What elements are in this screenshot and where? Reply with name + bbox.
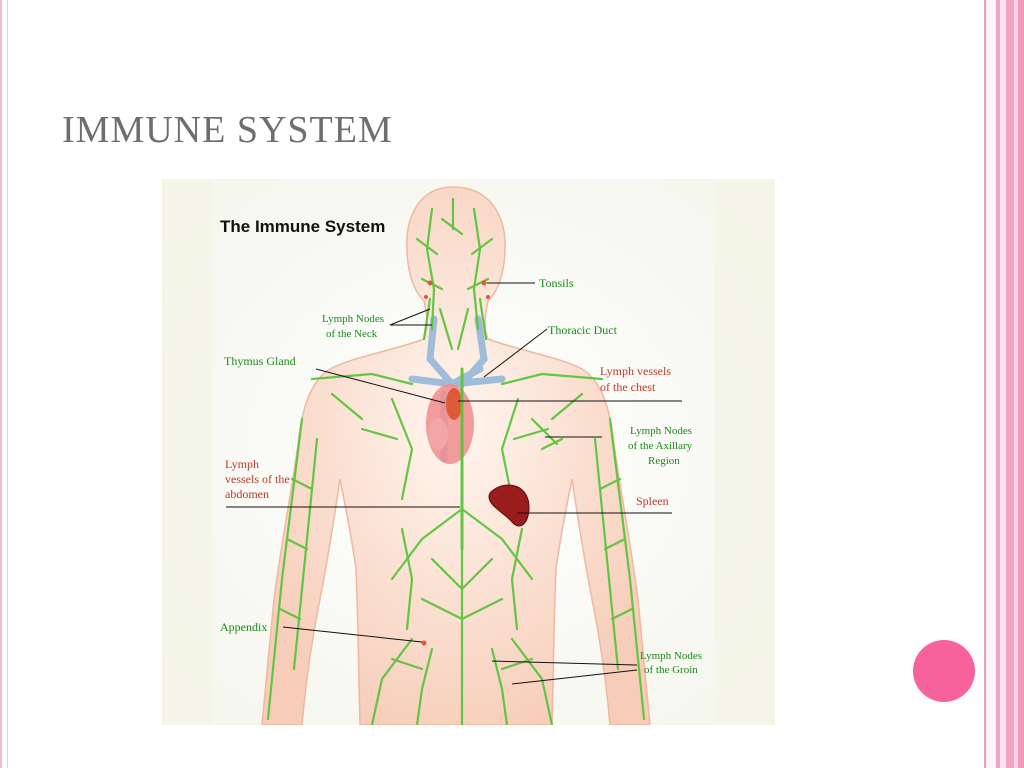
label-chest-vessels-line1: Lymph vessels (600, 364, 671, 378)
spleen-organ (488, 484, 530, 527)
left-border-line (0, 0, 2, 768)
label-neck-nodes-line2: of the Neck (326, 328, 378, 340)
label-thoracic-duct: Thoracic Duct (548, 323, 618, 337)
label-abdomen-vessels-line3: abdomen (225, 487, 269, 501)
heart-thymus (426, 384, 474, 464)
label-groin-nodes-line1: Lymph Nodes (640, 650, 702, 662)
lymph-network (266, 197, 646, 725)
immune-system-diagram: The Immune System Tonsils Lymph Nodes of… (162, 179, 775, 725)
leader-lines (226, 282, 682, 685)
label-thymus-gland: Thymus Gland (224, 354, 296, 368)
label-abdomen-vessels-line2: vessels of the (225, 472, 290, 486)
label-axillary-nodes-line2: of the Axillary (628, 440, 693, 452)
right-decorative-stripes (978, 0, 1024, 768)
diagram-title: The Immune System (220, 217, 385, 236)
slide-title: IMMUNE SYSTEM (62, 109, 393, 151)
label-tonsils: Tonsils (539, 276, 574, 290)
label-axillary-nodes-line3: Region (648, 455, 680, 467)
label-spleen: Spleen (636, 494, 669, 508)
label-groin-nodes-line2: of the Groin (644, 664, 698, 676)
label-chest-vessels-line2: of the chest (600, 380, 656, 394)
label-neck-nodes-line1: Lymph Nodes (322, 313, 384, 325)
decorative-pink-circle (913, 640, 975, 702)
label-appendix: Appendix (220, 620, 267, 634)
lymph-node-markers (421, 280, 490, 646)
label-axillary-nodes-line1: Lymph Nodes (630, 425, 692, 437)
left-border-line-inner (7, 0, 8, 768)
label-abdomen-vessels-line1: Lymph (225, 457, 259, 471)
